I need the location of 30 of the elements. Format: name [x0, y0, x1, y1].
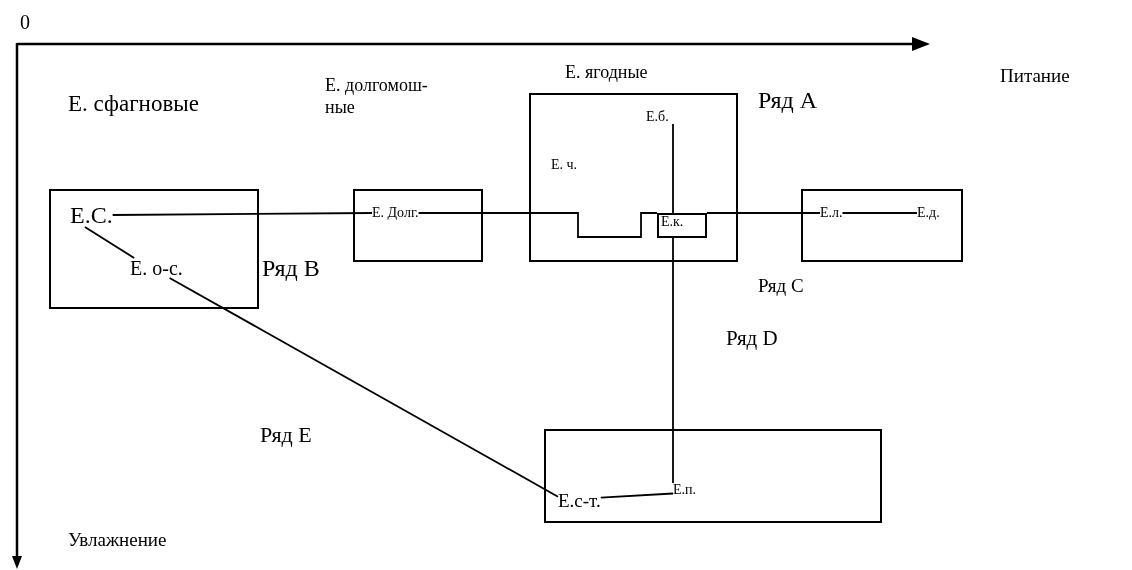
code-box: Е.к.	[657, 213, 707, 238]
row-label: Ряд B	[262, 256, 320, 280]
forest-type-code: Е. Долг.	[372, 206, 419, 220]
axis-label: Питание	[1000, 66, 1070, 85]
row-label: Ряд C	[758, 276, 804, 295]
group-heading: Е. ягодные	[565, 62, 649, 84]
connector-line	[111, 212, 373, 216]
group-heading: Е. долгомош- ные	[325, 75, 429, 119]
forest-type-code: Е. ч.	[551, 158, 578, 172]
row-label: Ряд E	[260, 424, 312, 446]
forest-type-code: Е.с-т.	[558, 491, 601, 510]
forest-type-code: Е.д.	[917, 206, 940, 220]
connector-line	[841, 212, 918, 214]
forest-type-code: Е. о-с.	[130, 258, 183, 278]
forest-type-code: Е.С.	[70, 203, 113, 227]
connector-line	[168, 277, 559, 498]
connector-line	[84, 226, 136, 259]
forest-type-code: Е.л.	[820, 206, 843, 220]
connector-line	[417, 212, 658, 238]
axis-label: 0	[20, 12, 30, 32]
forest-type-code: Е.п.	[673, 483, 697, 497]
forest-type-code: Е.б.	[646, 110, 669, 124]
connector-line	[672, 237, 674, 484]
axis-label: Увлажнение	[68, 530, 167, 549]
row-label: Ряд A	[758, 88, 817, 112]
row-label: Ряд D	[726, 328, 778, 349]
connector-line	[672, 123, 674, 214]
group-heading: Е. сфагновые	[68, 90, 200, 118]
connector-line	[599, 492, 674, 499]
connector-line	[706, 212, 821, 214]
